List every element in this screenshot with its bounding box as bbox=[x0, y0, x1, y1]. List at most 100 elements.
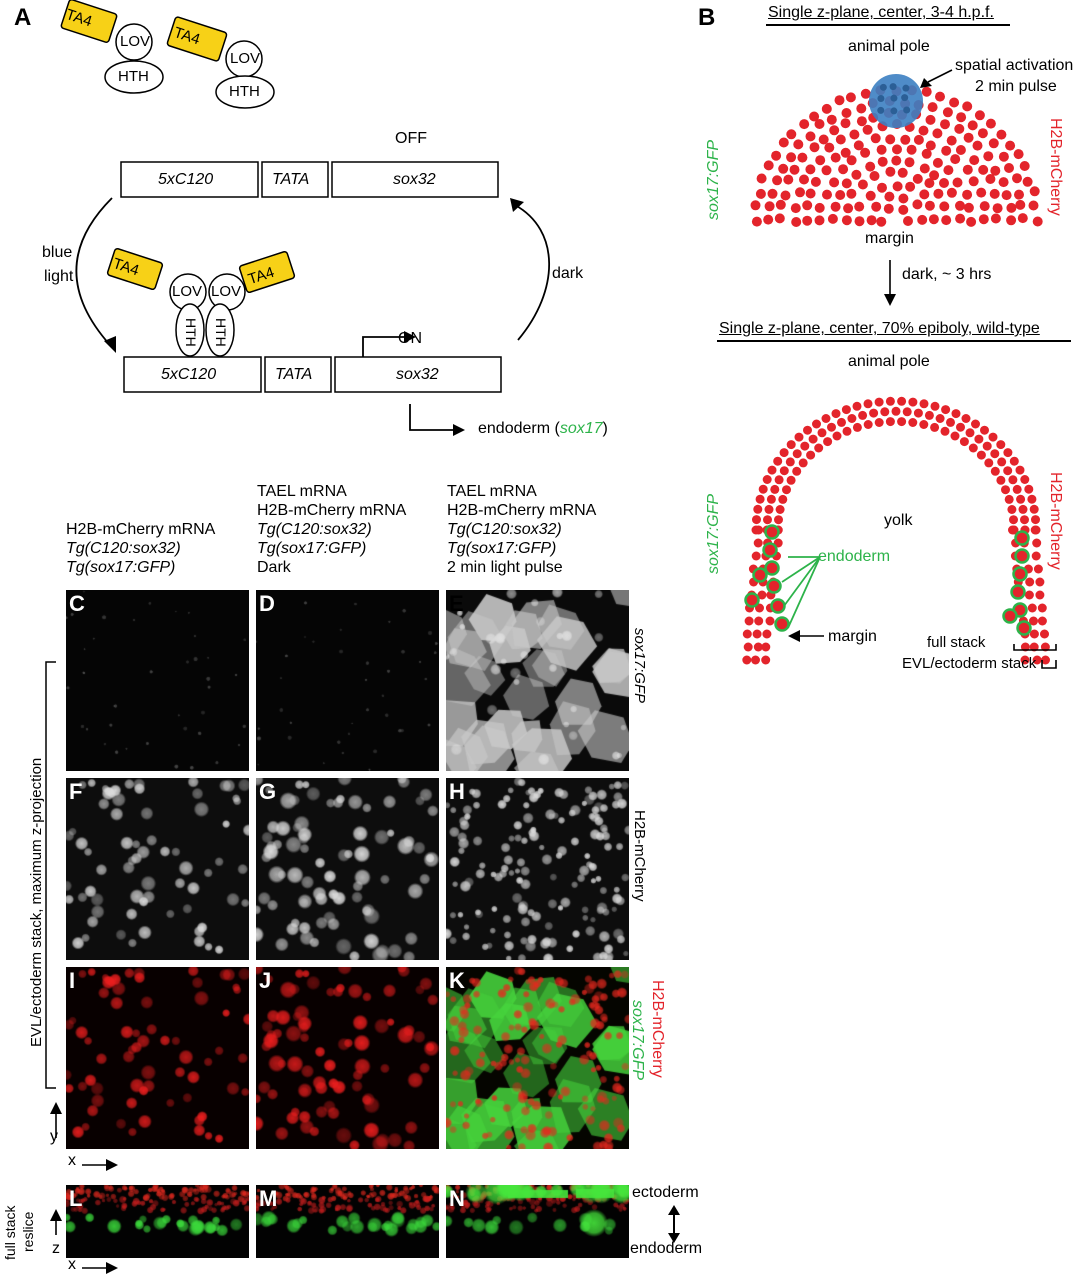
panel-letter-m: M bbox=[259, 1186, 278, 1211]
nucleus-dot bbox=[956, 422, 965, 432]
nucleus-dot bbox=[1012, 173, 1022, 184]
nucleus-dot bbox=[1022, 176, 1033, 187]
nucleus-dot bbox=[885, 417, 895, 427]
lov-label-dimer-right: LOV bbox=[211, 283, 242, 300]
nucleus-dot bbox=[835, 190, 846, 200]
nucleus-dot bbox=[1009, 456, 1019, 466]
panel-a-letter: A bbox=[14, 4, 32, 31]
margin-label-top: margin bbox=[865, 230, 914, 247]
nucleus-dot bbox=[1020, 475, 1030, 484]
endoderm-cell bbox=[770, 598, 786, 614]
nucleus-dot bbox=[988, 138, 999, 149]
panel-letter-i: I bbox=[69, 968, 76, 993]
nucleus-dot bbox=[827, 213, 838, 224]
nucleus-dot bbox=[789, 164, 800, 175]
nucleus-dot bbox=[1037, 616, 1047, 626]
nucleus-dot bbox=[990, 449, 1000, 459]
nucleus-dot bbox=[754, 525, 764, 535]
nucleus-dot bbox=[763, 214, 774, 225]
nucleus-dot bbox=[955, 145, 966, 155]
nucleus-dot bbox=[771, 150, 782, 161]
nucleus-dot bbox=[860, 147, 871, 158]
nucleus-dot bbox=[900, 134, 911, 145]
nucleus-dot bbox=[924, 410, 934, 420]
nucleus-dot bbox=[929, 170, 940, 181]
nucleus-dot bbox=[805, 131, 816, 142]
nucleus-dot bbox=[790, 203, 801, 214]
nucleus-dot bbox=[965, 428, 975, 438]
nucleus-dot bbox=[940, 426, 950, 436]
nucleus-dot bbox=[996, 475, 1006, 485]
nucleus-dot bbox=[1001, 485, 1010, 495]
nucleus-dot bbox=[1041, 655, 1050, 665]
nucleus-dot bbox=[841, 405, 851, 415]
full-stack-side-label: full stack bbox=[2, 1205, 18, 1260]
nucleus-dot bbox=[1040, 629, 1049, 639]
column-header-line: H2B-mCherry mRNA bbox=[66, 521, 216, 538]
nucleus-dot bbox=[762, 629, 772, 639]
nucleus-dot bbox=[854, 201, 865, 212]
panel-j-image bbox=[256, 967, 439, 1149]
endoderm-cell bbox=[1002, 608, 1018, 624]
hth-label-2: HTH bbox=[229, 83, 260, 100]
nucleus-dot bbox=[854, 216, 865, 227]
nucleus-dot bbox=[857, 179, 868, 190]
nucleus-dot bbox=[800, 441, 810, 451]
nucleus-dot bbox=[860, 88, 871, 99]
nucleus-dot bbox=[997, 457, 1007, 467]
nucleus-dot bbox=[761, 642, 771, 652]
nucleus-dot-activated bbox=[889, 83, 897, 91]
nucleus-dot bbox=[767, 465, 777, 475]
nucleus-dot bbox=[1014, 189, 1024, 200]
endoderm-cell bbox=[1010, 584, 1026, 600]
column-header-line: H2B-mCherry mRNA bbox=[447, 502, 597, 519]
nucleus-dot bbox=[806, 450, 816, 460]
nucleus-dot bbox=[891, 406, 901, 416]
nucleus-dot bbox=[967, 120, 978, 131]
nucleus-dot bbox=[930, 401, 940, 411]
panel-n-image bbox=[446, 1185, 629, 1258]
nucleus-dot bbox=[885, 396, 895, 406]
nucleus-dot bbox=[842, 426, 852, 436]
column-header-line: Tg(sox17:GFP) bbox=[66, 559, 176, 576]
nucleus-dot bbox=[780, 190, 791, 201]
nucleus-dot bbox=[877, 156, 888, 167]
lov-label-1: LOV bbox=[120, 33, 151, 50]
nucleus-dot bbox=[905, 181, 916, 192]
row-label-mcherry: H2B-mCherry bbox=[631, 810, 648, 902]
nucleus-dot bbox=[832, 431, 842, 441]
tael-molecule-1 bbox=[60, 0, 164, 94]
panel-l-image bbox=[66, 1185, 249, 1258]
nucleus-dot bbox=[798, 458, 808, 468]
nucleus-dot bbox=[1006, 202, 1017, 213]
nucleus-dot bbox=[783, 174, 794, 185]
nucleus-dot bbox=[753, 504, 763, 514]
nucleus-dot bbox=[870, 133, 881, 144]
mcherry-label-bottom: H2B-mCherry bbox=[1047, 472, 1064, 570]
endoderm-outcome: endoderm (sox17) bbox=[478, 420, 608, 437]
nucleus-dot bbox=[1032, 538, 1042, 548]
nucleus-dot bbox=[1030, 525, 1040, 535]
tata-label-top: TATA bbox=[272, 171, 310, 188]
nucleus-dot bbox=[799, 174, 809, 185]
panel-letter-d: D bbox=[259, 591, 275, 616]
nucleus-dot bbox=[1003, 466, 1013, 476]
nucleus-dot bbox=[742, 655, 752, 665]
nucleus-dot bbox=[897, 396, 907, 406]
nucleus-dot bbox=[1037, 603, 1047, 613]
nucleus-dot bbox=[869, 408, 879, 418]
nucleus-dot bbox=[990, 165, 1001, 176]
nucleus-dot bbox=[903, 216, 913, 226]
pulse-label: 2 min pulse bbox=[975, 78, 1057, 95]
nucleus-dot bbox=[968, 443, 978, 453]
column-header-line: Dark bbox=[257, 559, 291, 576]
nucleus-dot bbox=[919, 399, 929, 409]
nucleus-dot bbox=[1031, 551, 1041, 561]
nucleus-dot bbox=[1029, 186, 1040, 197]
nucleus-dot bbox=[797, 152, 808, 163]
nucleus-dot bbox=[1007, 505, 1017, 514]
nucleus-dot bbox=[810, 176, 821, 187]
nucleus-dot bbox=[998, 177, 1009, 188]
nucleus-dot bbox=[799, 119, 810, 130]
